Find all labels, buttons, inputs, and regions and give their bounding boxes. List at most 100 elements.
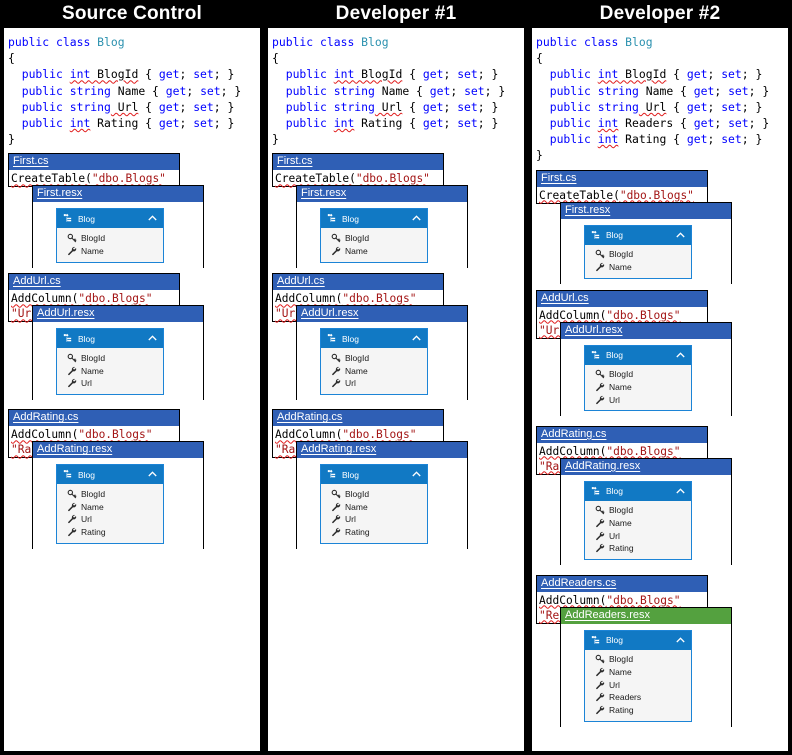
entity-property-row[interactable]: BlogId — [67, 232, 161, 244]
entity-collapse-toggle[interactable] — [412, 334, 421, 343]
entity-property-row[interactable]: Name — [595, 666, 689, 678]
cs-file-title[interactable]: AddReaders.cs — [537, 575, 707, 592]
entity-property-row[interactable]: Rating — [331, 526, 425, 538]
entity-property-row[interactable]: Name — [331, 365, 425, 377]
entity-property-row[interactable]: Name — [67, 501, 161, 513]
entity-property-row[interactable]: Name — [595, 261, 689, 273]
entity-collapse-toggle[interactable] — [676, 636, 685, 645]
resx-file-title[interactable]: AddUrl.resx — [297, 306, 467, 323]
cs-file-title[interactable]: First.cs — [9, 154, 179, 171]
resx-file-title[interactable]: First.resx — [33, 186, 203, 203]
entity-collapse-toggle[interactable] — [412, 470, 421, 479]
entity-property-row[interactable]: Url — [67, 378, 161, 390]
entity-collapse-toggle[interactable] — [676, 487, 685, 496]
entity-property-name: Name — [81, 501, 104, 512]
entity-property-row[interactable]: BlogId — [331, 352, 425, 364]
entity-property-row[interactable]: Url — [595, 679, 689, 691]
cs-file-title[interactable]: First.cs — [537, 170, 707, 187]
chevron-up-icon[interactable] — [676, 488, 685, 494]
entity-property-row[interactable]: Rating — [595, 704, 689, 716]
chevron-up-icon[interactable] — [676, 637, 685, 643]
resx-file-title[interactable]: AddRating.resx — [33, 442, 203, 459]
resx-file-title[interactable]: AddReaders.resx — [561, 607, 731, 624]
entity-panel-header[interactable]: Blog — [57, 209, 163, 229]
chevron-up-icon[interactable] — [676, 352, 685, 358]
entity-property-row[interactable]: Name — [331, 501, 425, 513]
key-icon — [67, 490, 77, 499]
cs-file-title[interactable]: AddRating.cs — [273, 410, 443, 427]
chevron-up-icon[interactable] — [412, 335, 421, 341]
entity-panel-header[interactable]: Blog — [585, 481, 691, 501]
chevron-up-icon[interactable] — [412, 215, 421, 221]
entity-property-row[interactable]: BlogId — [67, 488, 161, 500]
entity-property-row[interactable]: BlogId — [595, 249, 689, 261]
cs-file-title[interactable]: AddUrl.cs — [273, 274, 443, 291]
entity-property-row[interactable]: BlogId — [331, 488, 425, 500]
cs-file-title[interactable]: AddRating.cs — [9, 410, 179, 427]
entity-collapse-toggle[interactable] — [676, 231, 685, 240]
chevron-up-icon[interactable] — [412, 471, 421, 477]
chevron-up-icon[interactable] — [148, 335, 157, 341]
resx-file-title[interactable]: First.resx — [297, 186, 467, 203]
entity-panel-header[interactable]: Blog — [57, 465, 163, 485]
entity-panel-header[interactable]: Blog — [585, 630, 691, 650]
entity-property-row[interactable]: Name — [595, 517, 689, 529]
resx-file-title[interactable]: AddRating.resx — [297, 442, 467, 459]
entity-property-row[interactable]: Rating — [595, 542, 689, 554]
entity-panel-header[interactable]: Blog — [321, 465, 427, 485]
resx-file-title[interactable]: AddUrl.resx — [561, 322, 731, 339]
entity-collapse-toggle[interactable] — [148, 334, 157, 343]
entity-property-row[interactable]: Name — [67, 245, 161, 257]
entity-property-row[interactable]: Url — [331, 378, 425, 390]
code-token: { — [402, 116, 423, 131]
entity-property-row[interactable]: BlogId — [595, 505, 689, 517]
entity-property-row[interactable]: BlogId — [67, 352, 161, 364]
resx-file-title[interactable]: AddUrl.resx — [33, 306, 203, 323]
entity-property-row[interactable]: BlogId — [331, 232, 425, 244]
chevron-up-icon[interactable] — [148, 215, 157, 221]
entity-collapse-toggle[interactable] — [148, 470, 157, 479]
cs-file-title[interactable]: AddRating.cs — [537, 426, 707, 443]
entity-panel-header[interactable]: Blog — [321, 209, 427, 229]
cs-file-title[interactable]: AddUrl.cs — [537, 290, 707, 307]
entity-collapse-toggle[interactable] — [148, 214, 157, 223]
code-token: Readers — [618, 116, 674, 131]
entity-panel-header[interactable]: Blog — [57, 329, 163, 349]
entity-property-row[interactable]: Url — [67, 514, 161, 526]
entity-property-row[interactable]: Rating — [67, 526, 161, 538]
entity-panel-header[interactable]: Blog — [585, 345, 691, 365]
cs-file-title[interactable]: First.cs — [273, 154, 443, 171]
entity-property-row[interactable]: Name — [331, 245, 425, 257]
resx-file-title[interactable]: First.resx — [561, 202, 731, 219]
entity-property-row[interactable]: BlogId — [595, 654, 689, 666]
entity-property-row[interactable]: Url — [331, 514, 425, 526]
entity-property-row[interactable]: Url — [595, 394, 689, 406]
entity-property-row[interactable]: Name — [67, 365, 161, 377]
entity-panel-header[interactable]: Blog — [321, 329, 427, 349]
entity-property-row[interactable]: Name — [595, 381, 689, 393]
entity-property-row[interactable]: Url — [595, 530, 689, 542]
entity-collapse-toggle[interactable] — [676, 351, 685, 360]
entity-property-row[interactable]: BlogId — [595, 369, 689, 381]
chevron-up-icon[interactable] — [148, 471, 157, 477]
chevron-up-icon[interactable] — [676, 232, 685, 238]
resx-file-title[interactable]: AddRating.resx — [561, 458, 731, 475]
cs-file-title[interactable]: AddUrl.cs — [9, 274, 179, 291]
entity-panel-header[interactable]: Blog — [585, 225, 691, 245]
entity-collapse-toggle[interactable] — [412, 214, 421, 223]
entity-property-row[interactable]: Readers — [595, 691, 689, 703]
